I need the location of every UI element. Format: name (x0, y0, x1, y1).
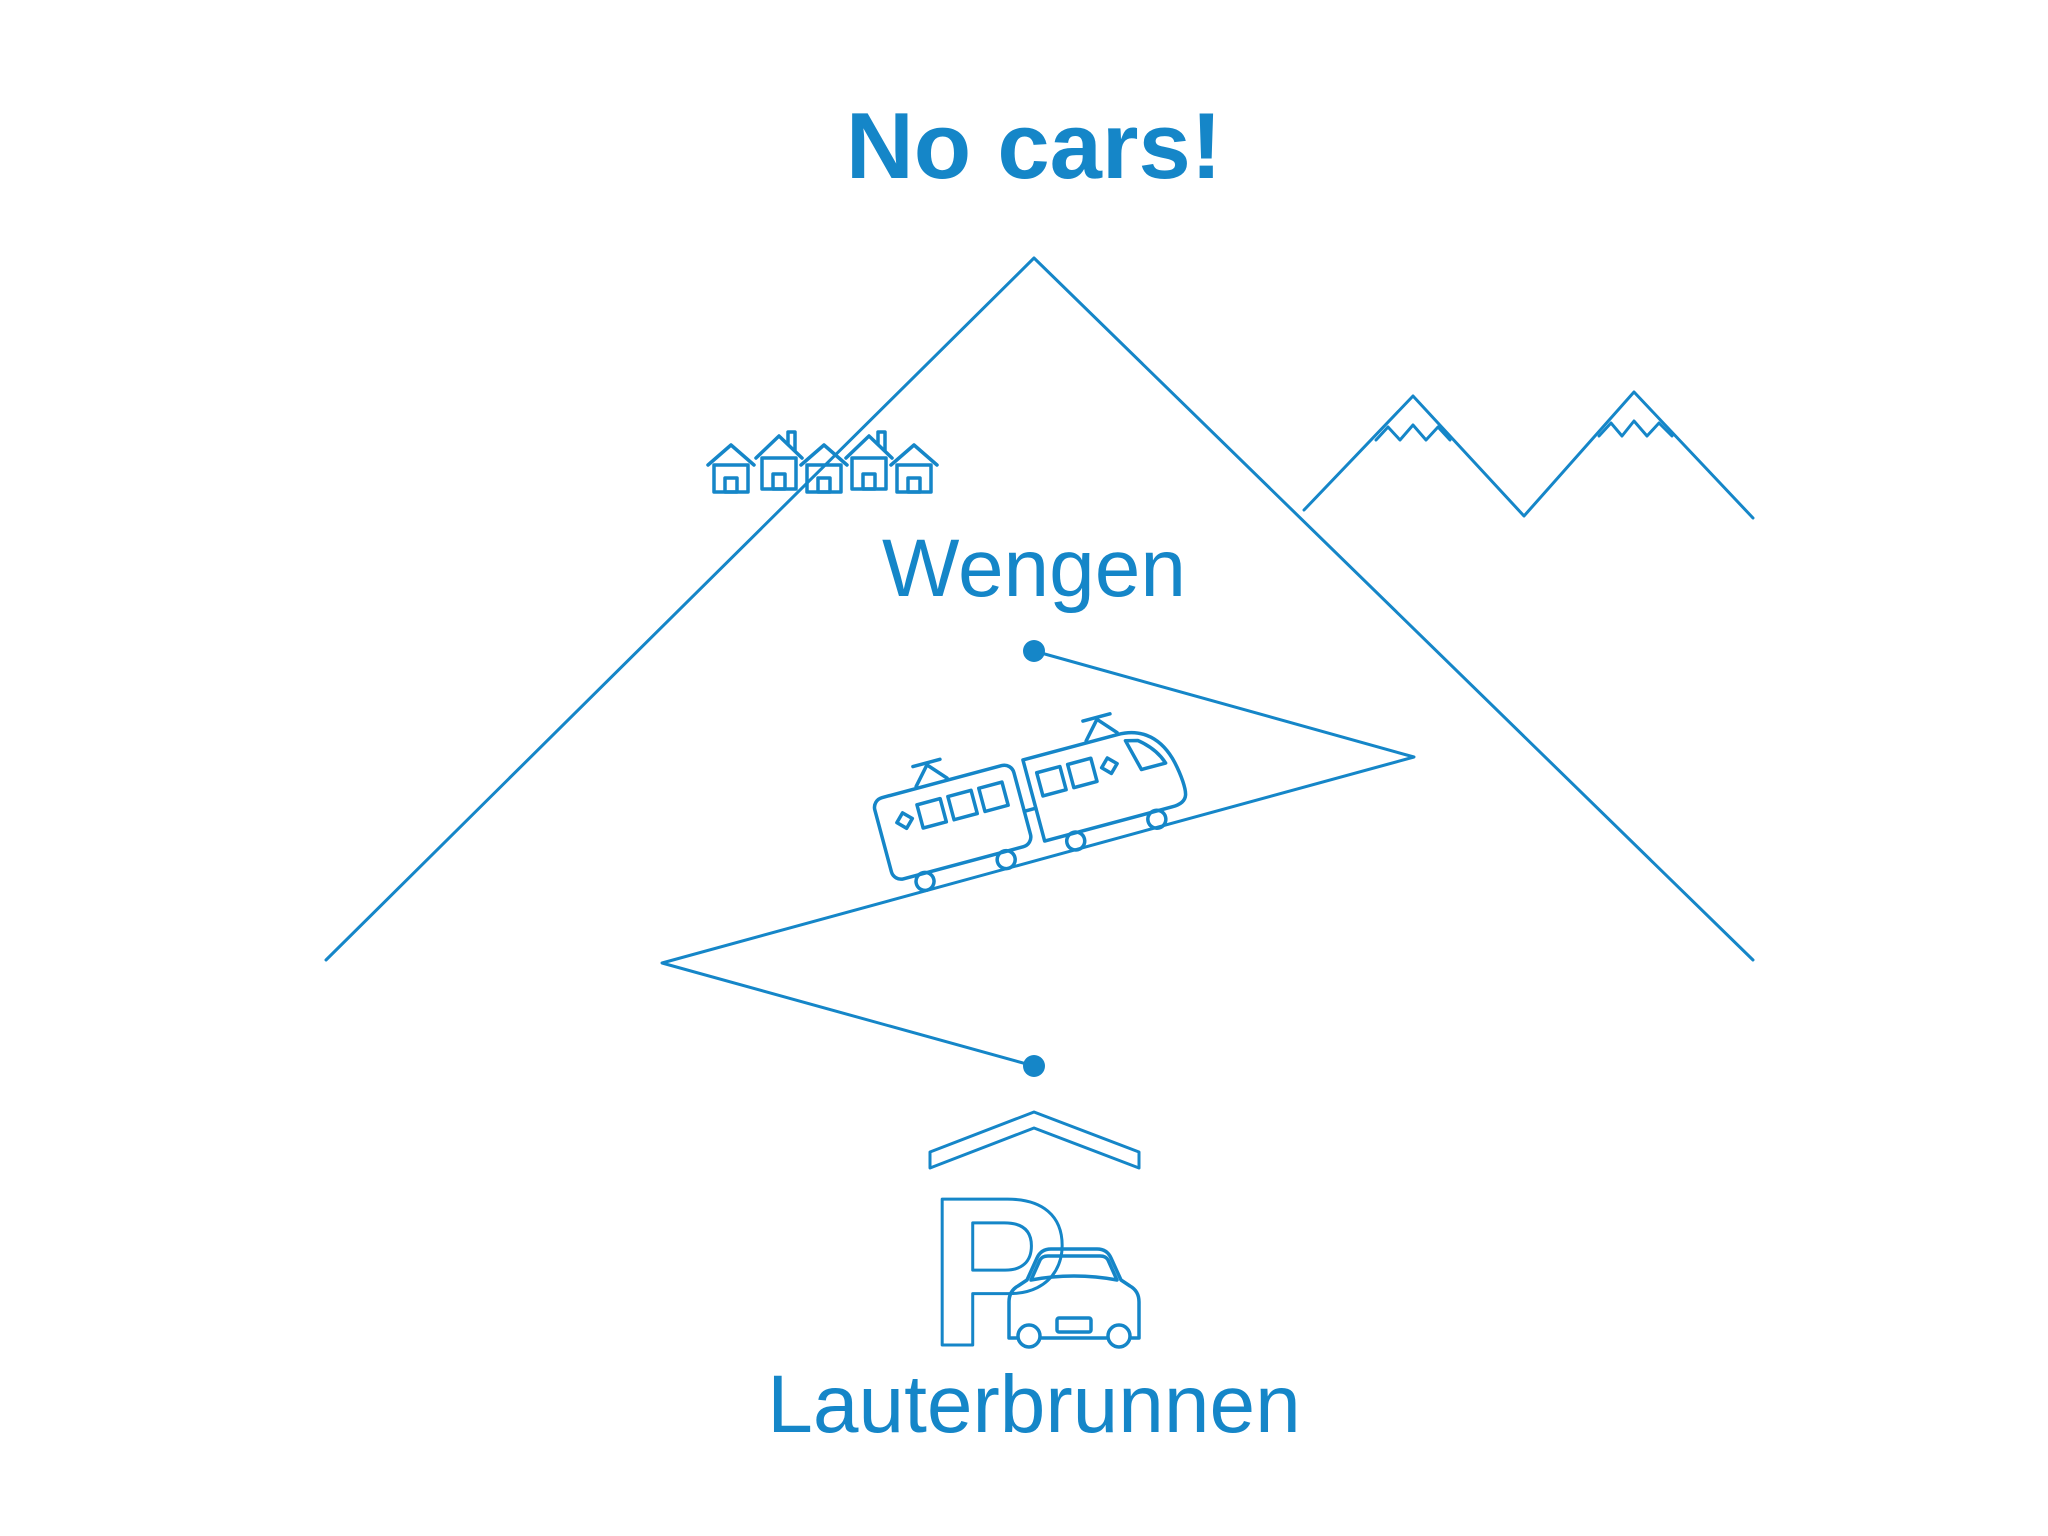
line-art-layer: P (324, 256, 1755, 1392)
car-icon (1007, 1247, 1141, 1349)
house-icon (844, 430, 894, 491)
snow-cap-icon (1374, 423, 1452, 442)
parking-letter: P (928, 1153, 1069, 1390)
mountain-outline-icon (324, 256, 1755, 962)
zigzag-railway-line (660, 649, 1416, 1068)
upper-village-label: Wengen (882, 523, 1186, 614)
page-title: No cars! (846, 93, 1222, 198)
station-dot (1023, 1055, 1045, 1077)
garage-roof (928, 1110, 1141, 1170)
lower-village-label: Lauterbrunnen (767, 1359, 1300, 1450)
twin-peaks-icon (1302, 390, 1755, 520)
house-icon (889, 443, 939, 494)
parking-garage-icon: P (927, 1110, 1141, 1392)
station-dots (1023, 640, 1045, 1077)
station-dot (1023, 640, 1045, 662)
snow-cap-icon (1597, 419, 1674, 438)
labels-layer: No cars! Wengen Lauterbrunnen (767, 93, 1300, 1450)
house-icon (754, 430, 804, 491)
village-houses (706, 430, 939, 494)
house-icon (706, 443, 756, 494)
cogwheel-train-icon (872, 712, 1188, 893)
